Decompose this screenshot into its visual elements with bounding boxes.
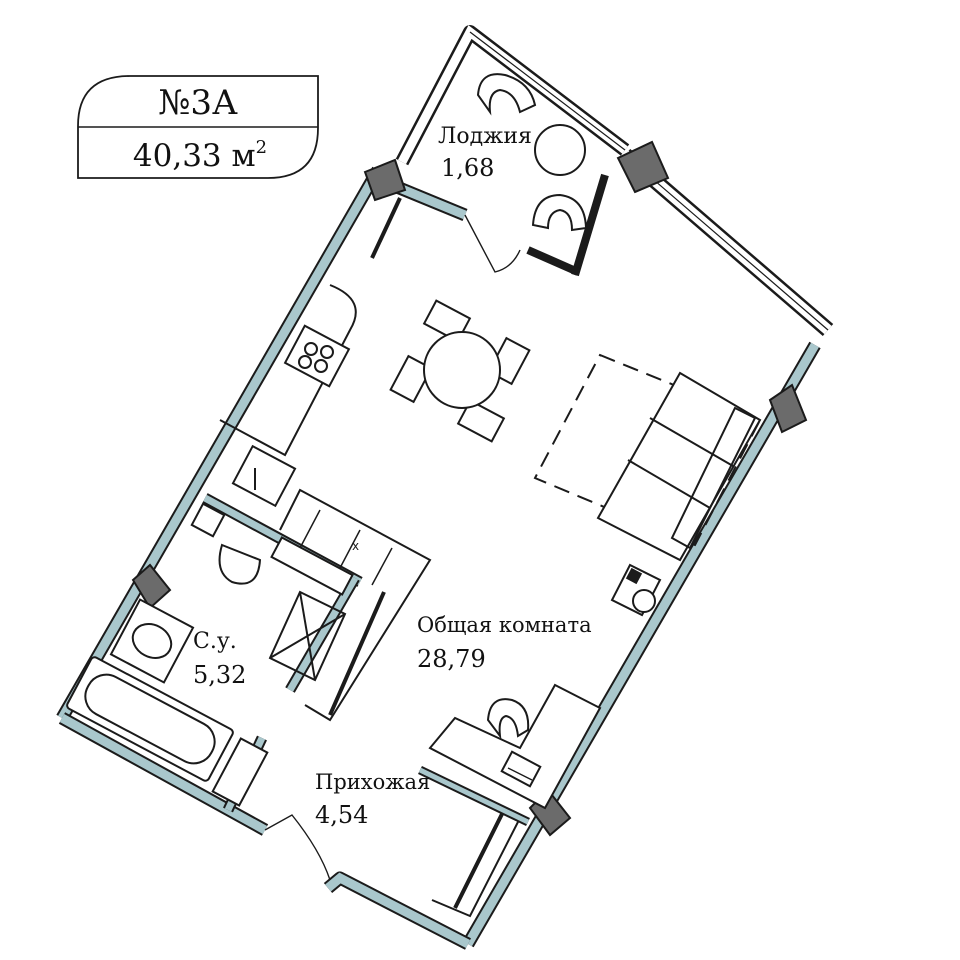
apartment-area-value: 40,33: [133, 138, 222, 174]
living-name: Общая комната: [417, 613, 592, 637]
bathroom-area: 5,32: [193, 661, 246, 689]
desk: [428, 683, 602, 810]
exterior-walls: [56, 25, 834, 950]
balcony-window-leaf: [370, 197, 402, 259]
dining-set: [389, 299, 531, 443]
bathroom-door: [268, 590, 347, 682]
apartment-number: №3А: [158, 83, 238, 123]
title-plate: №3А 40,33 м2: [77, 75, 319, 179]
side-table: [610, 563, 662, 617]
kitchen-sink: [231, 444, 297, 508]
hallway-wardrobe: [418, 765, 530, 918]
apartment-area-space: [222, 138, 232, 174]
kitchen-counter: [219, 284, 357, 508]
apartment-area-exp: 2: [256, 137, 267, 158]
sofa: [533, 353, 762, 562]
toilet: [218, 543, 262, 585]
apartment-area-unit: м: [232, 138, 256, 174]
loggia-name: Лоджия: [438, 124, 532, 149]
room-label-living: Общая комната 28,79: [417, 613, 592, 673]
loggia-area: 1,68: [441, 154, 494, 182]
wardrobe: x: [279, 488, 432, 722]
entrance-door: [264, 814, 331, 881]
bathroom-walls: [202, 493, 363, 813]
bathroom-fixtures: [66, 502, 262, 782]
svg-text:x: x: [352, 539, 359, 553]
stove: [283, 324, 351, 388]
room-label-bathroom: С.у. 5,32: [193, 629, 246, 689]
hallway-name: Прихожая: [315, 770, 430, 794]
apartment-area: 40,33 м2: [133, 137, 267, 174]
room-label-hallway: Прихожая 4,54: [315, 770, 430, 829]
bathroom-name: С.у.: [193, 629, 237, 654]
loggia-door-swing: [464, 214, 521, 273]
columns: [131, 140, 808, 837]
room-label-loggia: Лоджия 1,68: [438, 124, 532, 182]
hallway-area: 4,54: [315, 801, 368, 829]
dining-table: [423, 331, 501, 409]
living-area: 28,79: [417, 645, 486, 673]
loggia-furniture: [476, 73, 588, 232]
